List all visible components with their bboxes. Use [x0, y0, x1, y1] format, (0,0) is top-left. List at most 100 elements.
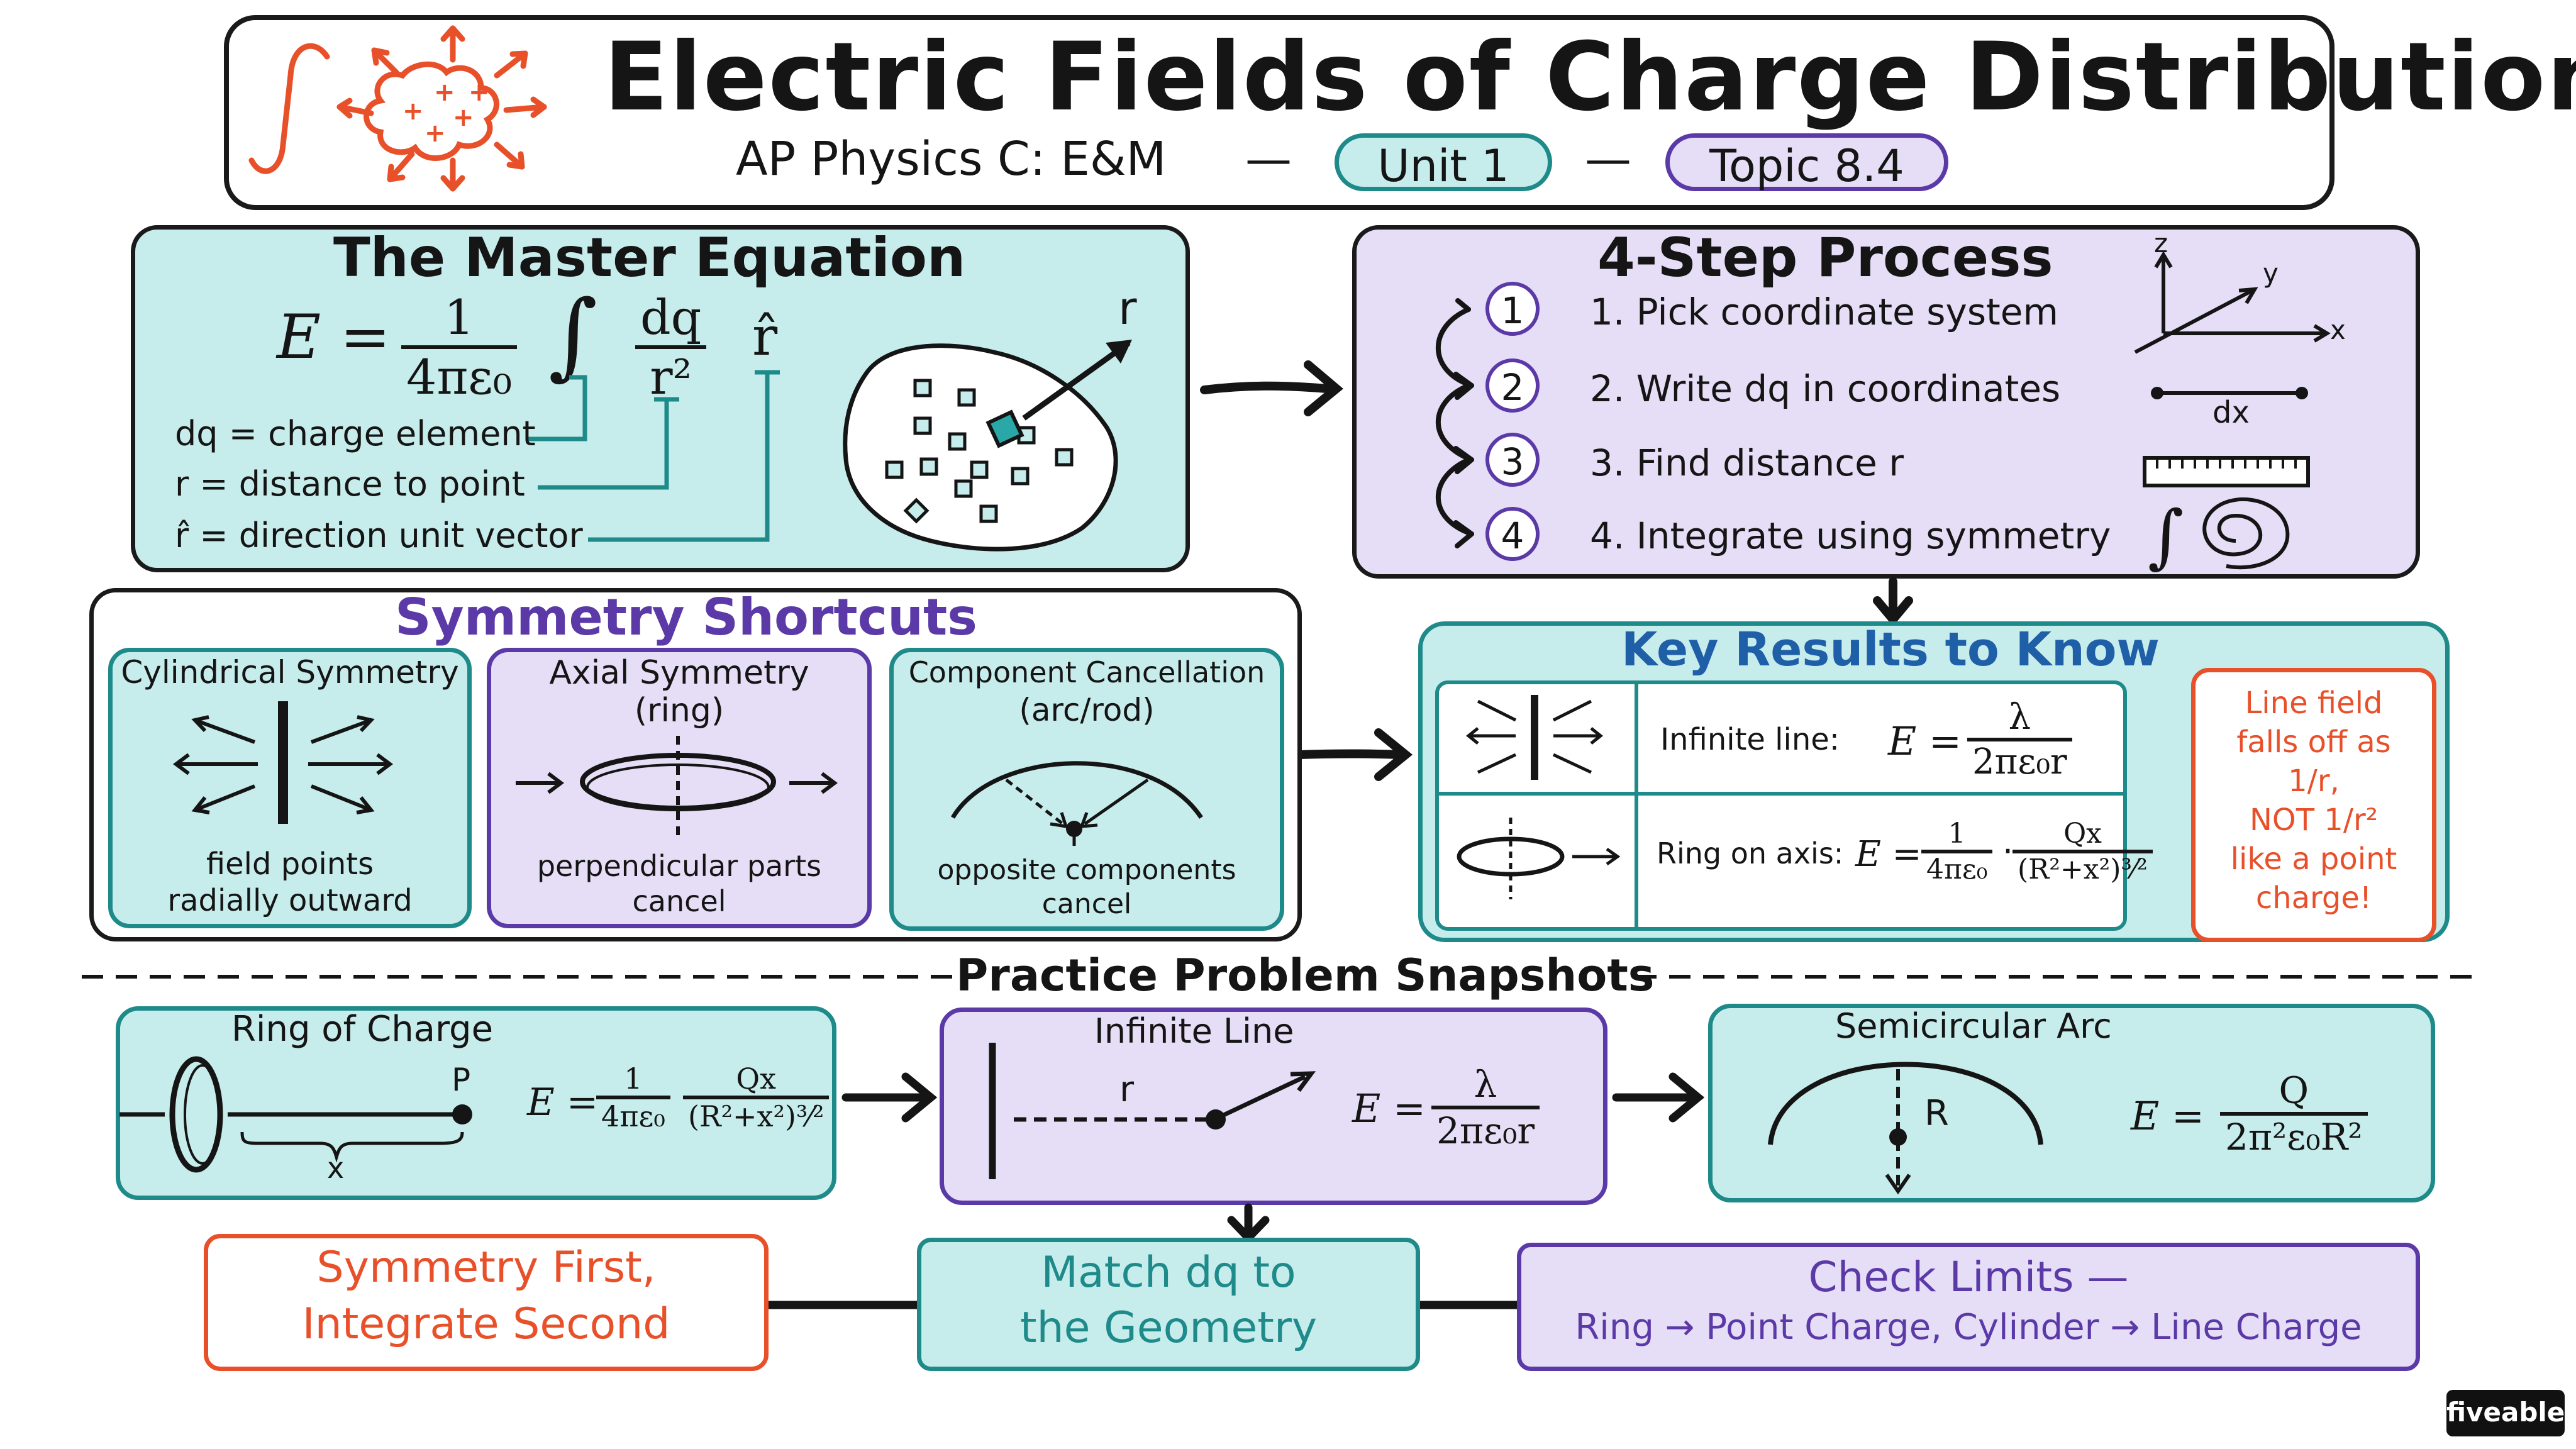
infinite-line-fraction: λ 2πε₀r	[1967, 697, 2072, 782]
ring-axis-num2: Qx	[2063, 818, 2102, 850]
axis-z-label: z	[2154, 228, 2168, 258]
key-note-box	[2191, 668, 2436, 942]
brand-logo: fiveable	[2446, 1390, 2565, 1436]
ring-axis-den1: 4πε₀	[1921, 850, 1993, 886]
infinite-line-num: λ	[2008, 697, 2031, 738]
axial-subtitle: (ring)	[634, 692, 724, 730]
arc-eq-fraction: Q 2π²ε₀R²	[2220, 1069, 2368, 1158]
eq-numerator: 1	[443, 289, 475, 345]
eq-fraction: 1 4πε₀	[401, 289, 518, 405]
subtitle-dash: —	[1585, 132, 1631, 186]
ring-axis-dot: ·	[2002, 831, 2014, 871]
ring-eq-fraction2: Qx (R²+x²)³⁄²	[683, 1062, 830, 1133]
practice-ring-title: Ring of Charge	[231, 1009, 494, 1050]
title-banner	[224, 15, 2334, 210]
step-badge-4: 4	[1485, 507, 1540, 561]
def-rhat: r̂ = direction unit vector	[175, 516, 583, 555]
step-1-text: 1. Pick coordinate system	[1590, 291, 2058, 333]
cancellation-caption: opposite components	[937, 854, 1236, 886]
dx-label: dx	[2212, 395, 2250, 430]
symmetry-title: Symmetry Shortcuts	[395, 588, 977, 647]
takeaway-middle-line: the Geometry	[1019, 1303, 1318, 1353]
ring-eq-num2: Qx	[736, 1062, 777, 1096]
eq-denominator: 4πε₀	[401, 345, 518, 405]
ring-axis-label: Ring on axis:	[1657, 836, 1844, 870]
cylindrical-caption: field points	[206, 847, 374, 882]
key-results-table	[1435, 680, 2127, 931]
cancellation-card	[889, 648, 1284, 931]
r-label: r	[1118, 282, 1137, 335]
cancellation-caption: cancel	[1041, 888, 1132, 920]
eq-lhs: E =	[277, 302, 391, 372]
svg-text:+: +	[453, 103, 474, 132]
takeaway-left-box	[204, 1234, 769, 1371]
line-eq-lhs: E =	[1352, 1085, 1426, 1131]
key-results-title: Key Results to Know	[1621, 623, 2160, 677]
arc-eq-num: Q	[2279, 1069, 2309, 1112]
cancellation-subtitle: (arc/rod)	[1019, 692, 1155, 728]
ring-eq-den2: (R²+x²)³⁄²	[683, 1096, 830, 1133]
takeaway-middle-line: Match dq to	[1041, 1248, 1296, 1297]
step-badge-2: 2	[1485, 358, 1540, 413]
subtitle-dash: —	[1245, 132, 1292, 186]
practice-arc-title: Semicircular Arc	[1835, 1006, 2112, 1046]
axis-y-label: y	[2263, 258, 2279, 289]
ring-axis-fraction2: Qx (R²+x²)³⁄²	[2012, 818, 2153, 886]
key-note-line: falls off as	[2236, 724, 2391, 760]
key-note-line: 1/r,	[2288, 763, 2340, 799]
ring-eq-num1: 1	[624, 1062, 643, 1096]
step-3-text: 3. Find distance r	[1590, 441, 1904, 484]
cancellation-title: Component Cancellation	[908, 655, 1265, 689]
arc-eq-den: 2π²ε₀R²	[2220, 1112, 2368, 1158]
line-eq-fraction: λ 2πε₀r	[1431, 1063, 1540, 1152]
four-step-title: 4-Step Process	[1597, 226, 2053, 289]
integral-icon: ∫	[2148, 496, 2184, 576]
eq-rhat: r̂	[752, 306, 778, 367]
svg-text:+: +	[425, 119, 446, 148]
eq-dq: dq	[640, 289, 702, 345]
topic-badge: Topic 8.4	[1665, 133, 1948, 192]
cylindrical-card	[108, 648, 472, 928]
takeaway-right-line: Ring → Point Charge, Cylinder → Line Cha…	[1575, 1307, 2362, 1348]
def-dq: dq = charge element	[175, 414, 536, 453]
takeaway-right-box	[1517, 1243, 2420, 1371]
takeaway-middle-box	[917, 1238, 1420, 1371]
ring-point-label: P	[452, 1062, 471, 1098]
ring-x-label: x	[327, 1151, 345, 1185]
eq-dq-fraction: dq r²	[635, 289, 707, 405]
key-note-line: like a point	[2230, 841, 2397, 877]
axial-caption: perpendicular parts	[536, 849, 822, 883]
course-label: AP Physics C: E&M	[736, 132, 1167, 186]
arc-eq-lhs: E =	[2131, 1093, 2204, 1139]
line-eq-den: 2πε₀r	[1431, 1106, 1540, 1152]
infinite-line-label: Infinite line:	[1660, 722, 1840, 757]
takeaway-left-line: Integrate Second	[302, 1299, 670, 1349]
ring-axis-lhs: E =	[1855, 834, 1922, 875]
key-note-line: Line field	[2245, 686, 2383, 721]
svg-text:+: +	[402, 97, 424, 126]
line-r-label: r	[1119, 1069, 1135, 1110]
practice-line-title: Infinite Line	[1094, 1011, 1294, 1051]
step-4-text: 4. Integrate using symmetry	[1590, 514, 2111, 557]
def-r: r = distance to point	[175, 464, 525, 504]
practice-arc-card	[1708, 1004, 2435, 1202]
takeaway-right-line: Check Limits —	[1808, 1253, 2129, 1301]
ring-eq-lhs: E =	[527, 1080, 599, 1124]
axis-x-label: x	[2330, 314, 2346, 345]
unit-badge: Unit 1	[1335, 133, 1552, 192]
